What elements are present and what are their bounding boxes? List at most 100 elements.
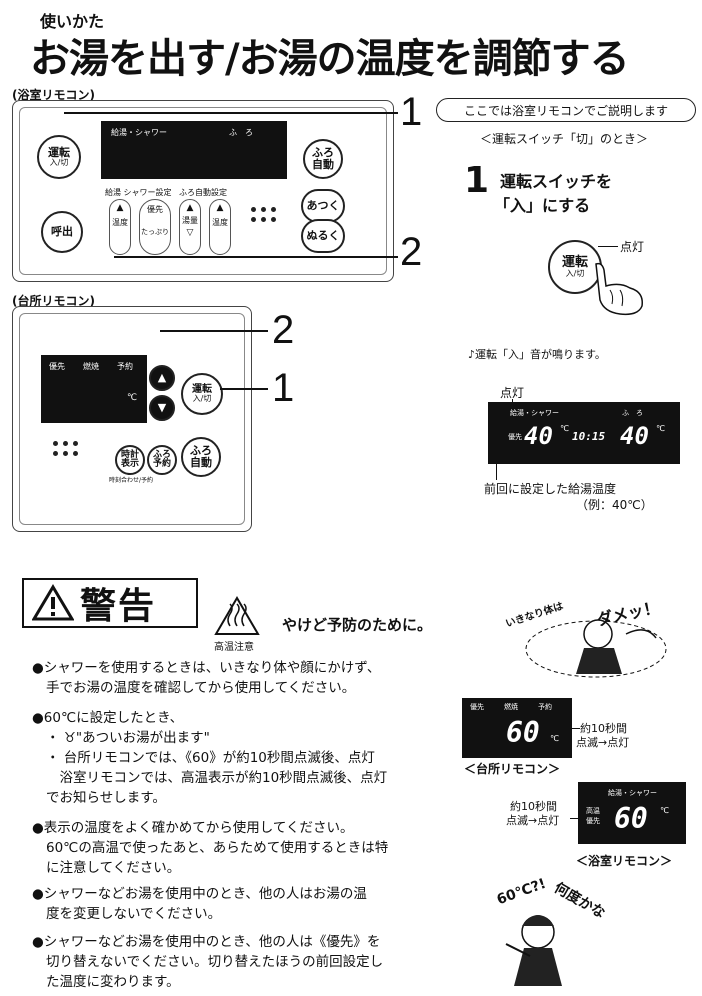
shower-temp-label: 温度	[112, 218, 128, 227]
bath-note2: 点滅→点灯	[506, 814, 560, 827]
k60-leader	[566, 728, 580, 729]
illus-power-label: 運転	[561, 254, 588, 270]
bathroom-lcd: 給湯・シャワー ふ ろ	[101, 121, 287, 179]
callout-2-bath: 2	[400, 230, 423, 274]
up-triangle-icon: ▲	[186, 203, 194, 213]
furo-reserve-button[interactable]: ふろ 予約	[147, 445, 177, 475]
furo-temp-control[interactable]: ▲ 温度	[209, 199, 231, 255]
kitchen-temp-up-button[interactable]: ▲	[149, 365, 175, 391]
kitchen-lcd-60: 優先 燃焼 予約 60 ℃	[462, 698, 572, 758]
example-lcd-unit-left: ℃	[560, 424, 569, 433]
cartoon-shower-illustration	[525, 619, 667, 678]
bath-power-button[interactable]: 運転 入/切	[37, 135, 81, 179]
bullet-text: ・ ♉"あついお湯が出ます"	[46, 730, 210, 746]
volume-control[interactable]: ▲ 湯量 ▽	[179, 199, 201, 255]
kitchen-temp-down-button[interactable]: ▼	[149, 395, 175, 421]
callout-line	[220, 388, 268, 390]
bullet-dot: ●	[32, 710, 44, 726]
bath-caption: ＜浴室リモコン＞	[576, 854, 673, 868]
kitchen-power-button[interactable]: 運転 入/切	[181, 373, 223, 415]
bath-furo-auto-button[interactable]: ふろ 自動	[303, 139, 343, 179]
priority-plenty-control[interactable]: 優先 たっぷり	[139, 199, 171, 255]
condition-text: ＜運転スイッチ「切」のとき＞	[480, 132, 649, 146]
bullet-text: シャワーなどお湯を使用中のとき、他の人はお湯の温	[43, 886, 367, 902]
bullet-text: 60℃の高温で使ったあと、あらためて使用するときは特	[46, 840, 389, 856]
kitchen-furo-auto-button[interactable]: ふろ 自動	[181, 437, 221, 477]
example-lcd-unit-right: ℃	[656, 424, 665, 433]
caption-leader	[496, 464, 497, 480]
bullet-text: 浴室リモコンでは、高温表示が約10秒間点滅後、点灯	[46, 770, 388, 786]
hazard-caption: 高温注意	[214, 642, 254, 653]
bullet-text: 表示の温度をよく確かめてから使用してください。	[43, 820, 354, 836]
up-triangle-icon: ▲	[216, 203, 224, 213]
example-lcd-temp-left: 40	[524, 422, 553, 450]
warning-title: 警告	[80, 586, 157, 627]
bullet-dot: ●	[32, 660, 44, 676]
kitchen-remote-face	[19, 313, 245, 525]
furo-reserve-line1: ふろ	[152, 449, 171, 460]
callout-1-kitchen: 1	[272, 366, 295, 410]
kitchen-lcd: 優先 燃焼 予約 ℃	[41, 355, 147, 423]
shower-temp-control[interactable]: ▲ 温度	[109, 199, 131, 255]
pointing-hand-icon	[595, 262, 643, 316]
bath-lcd-60: 給湯・シャワー 高温 優先 60 ℃	[578, 782, 686, 844]
bullet-text: 切り替えないでください。切り替えたほうの前回設定し	[46, 954, 384, 970]
bathroom-remote-face	[19, 107, 387, 275]
kitchen-remote-label: (台所リモコン)	[12, 294, 95, 308]
call-button[interactable]: 呼出	[41, 211, 83, 253]
clock-line2: 表示	[120, 459, 139, 469]
step-line1: 運転スイッチを	[500, 172, 613, 191]
k60-reserve: 予約	[538, 703, 552, 711]
bullet-text: 手でお湯の温度を確認してから使用してください。	[46, 680, 356, 696]
up-triangle-icon: ▲	[116, 203, 124, 213]
bullet-dot: ●	[32, 820, 44, 836]
b60-unit: ℃	[660, 806, 669, 815]
cooler-label: ぬるく	[306, 229, 340, 243]
furo-auto-line1: ふろ	[312, 146, 334, 160]
step-line2: 「入」にする	[494, 196, 591, 215]
bathroom-remote-label: (浴室リモコン)	[12, 88, 95, 102]
kitchen-lcd-unit: ℃	[127, 393, 138, 403]
shower-setting-label: 給湯 シャワー設定	[105, 188, 172, 197]
k60-unit: ℃	[550, 734, 559, 743]
bath-power-label: 運転	[48, 146, 70, 160]
warning-bullet-2: ●60℃に設定したとき、 ・ ♉"あついお湯が出ます" ・ 台所リモコンでは、《…	[32, 708, 472, 808]
cooler-button[interactable]: ぬるく	[301, 219, 345, 253]
b60-shower: 給湯・シャワー	[608, 789, 657, 797]
plenty-label: たっぷり	[141, 228, 169, 236]
bullet-text: 60℃に設定したとき、	[43, 710, 184, 726]
bullet-dot: ●	[32, 934, 44, 950]
priority-label: 優先	[147, 205, 163, 214]
bullet-text: でお知らせします。	[46, 790, 166, 806]
b60-temp: 60	[614, 802, 648, 835]
warning-bullet-1: ●シャワーを使用するときは、いきなり体や顔にかけず、 手でお湯の温度を確認してか…	[32, 658, 462, 698]
clock-button[interactable]: 時計 表示	[115, 445, 145, 475]
clock-line1: 時計	[120, 449, 139, 460]
kitchen-lcd-priority: 優先	[49, 362, 65, 371]
callout-line	[114, 256, 398, 258]
b60-priority: 優先	[586, 817, 600, 825]
furo-reserve-line2: 予約	[152, 459, 171, 469]
high-temperature-icon	[214, 596, 260, 635]
callout-2-kitchen: 2	[272, 308, 295, 352]
b60-high: 高温	[586, 807, 600, 815]
hotter-button[interactable]: あつく	[301, 189, 345, 223]
warning-bullet-4: ●シャワーなどお湯を使用中のとき、他の人はお湯の温 度を変更しないでください。	[32, 884, 472, 924]
kitchen-remote: 優先 燃焼 予約 ℃ ▲ ▼ 運転 入/切 時計 表示 時刻合わせ/予約 ふろ …	[12, 306, 252, 532]
bullet-text: 度を変更しないでください。	[46, 906, 222, 922]
call-label: 呼出	[51, 225, 73, 239]
furo-temp-label: 温度	[212, 218, 228, 227]
callout-line	[160, 330, 268, 332]
example-lcd-temp-right: 40	[620, 422, 649, 450]
warning-box: 警告	[22, 578, 198, 628]
bullet-text: に注意してください。	[46, 860, 181, 876]
callout-line	[64, 112, 398, 114]
illus-power-sub: 入/切	[565, 268, 585, 278]
warning-triangle-icon	[32, 584, 74, 621]
cartoon-question-illustration	[505, 915, 562, 986]
bathroom-remote: 給湯・シャワー ふ ろ 運転 入/切 呼出 給湯 シャワー設定 ふろ自動設定 ▲…	[12, 100, 394, 282]
speaker-grille	[53, 441, 78, 456]
example-lcd-time: 10:15	[572, 430, 606, 443]
lcd-label-furo: ふ ろ	[229, 128, 253, 137]
page-kicker: 使いかた	[40, 12, 105, 31]
